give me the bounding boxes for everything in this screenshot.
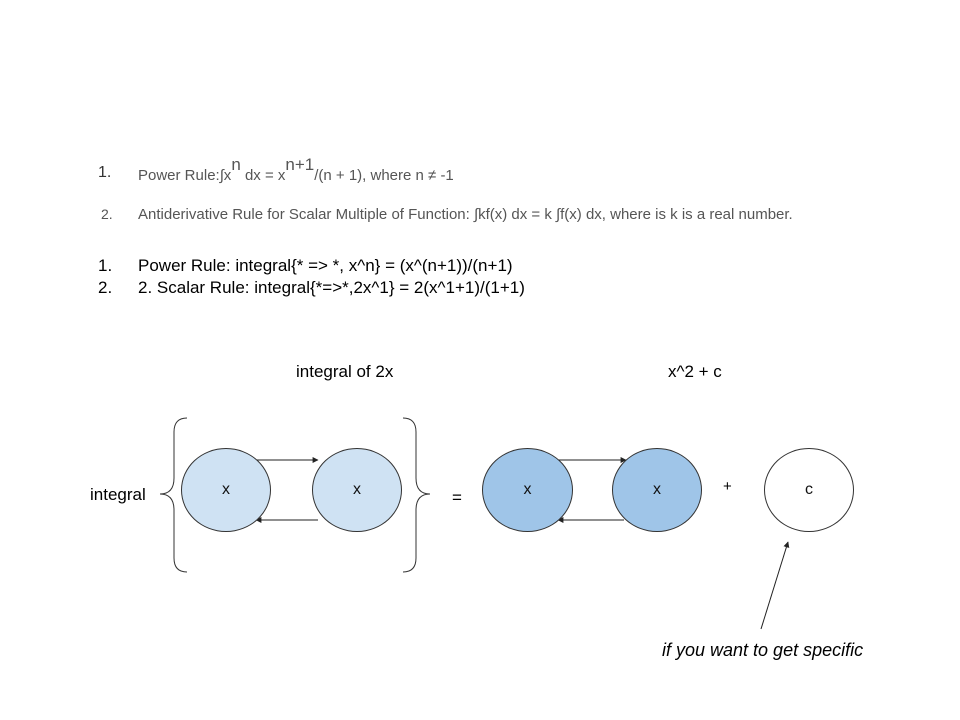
- power-rule-n: n: [231, 155, 241, 174]
- list-b-number-2: 2.: [98, 278, 113, 297]
- power-rule-formula: Power Rule:∫xn dx = xn+1/(n + 1), where …: [138, 155, 454, 185]
- power-rule-exponent: n+1: [285, 155, 315, 174]
- left-brace: [159, 417, 188, 573]
- list-b-number-1: 1.: [98, 256, 113, 275]
- scalar-rule-formula: Antiderivative Rule for Scalar Multiple …: [138, 206, 793, 223]
- caption-text: if you want to get specific: [662, 640, 864, 660]
- list-a-number-1: 1.: [98, 164, 112, 181]
- right-group-title: x^2 + c: [668, 362, 722, 381]
- list-b-item-power-rule: Power Rule: integral{* => *, x^n} = (x^(…: [138, 256, 513, 275]
- right-node-x-1: x: [482, 448, 573, 532]
- equals-sign: =: [452, 488, 462, 507]
- plus-sign: +: [723, 478, 732, 495]
- right-node-x-2: x: [612, 448, 702, 532]
- caption-arrow: [760, 541, 790, 630]
- power-rule-mid: dx = x: [240, 167, 286, 184]
- power-rule-integral: ∫x: [219, 167, 232, 184]
- left-node-x-1: x: [181, 448, 271, 532]
- left-node-x-2: x: [312, 448, 402, 532]
- integral-label: integral: [90, 485, 146, 504]
- right-brace: [402, 417, 431, 573]
- left-group-title: integral of 2x: [296, 362, 394, 381]
- list-a-number-2: 2.: [101, 206, 113, 222]
- constant-node-c: c: [764, 448, 854, 532]
- list-b-item-scalar-rule: 2. Scalar Rule: integral{*=>*,2x^1} = 2(…: [138, 278, 525, 297]
- power-rule-prefix: Power Rule:: [138, 167, 220, 184]
- power-rule-tail: /(n + 1), where n ≠ -1: [314, 167, 454, 184]
